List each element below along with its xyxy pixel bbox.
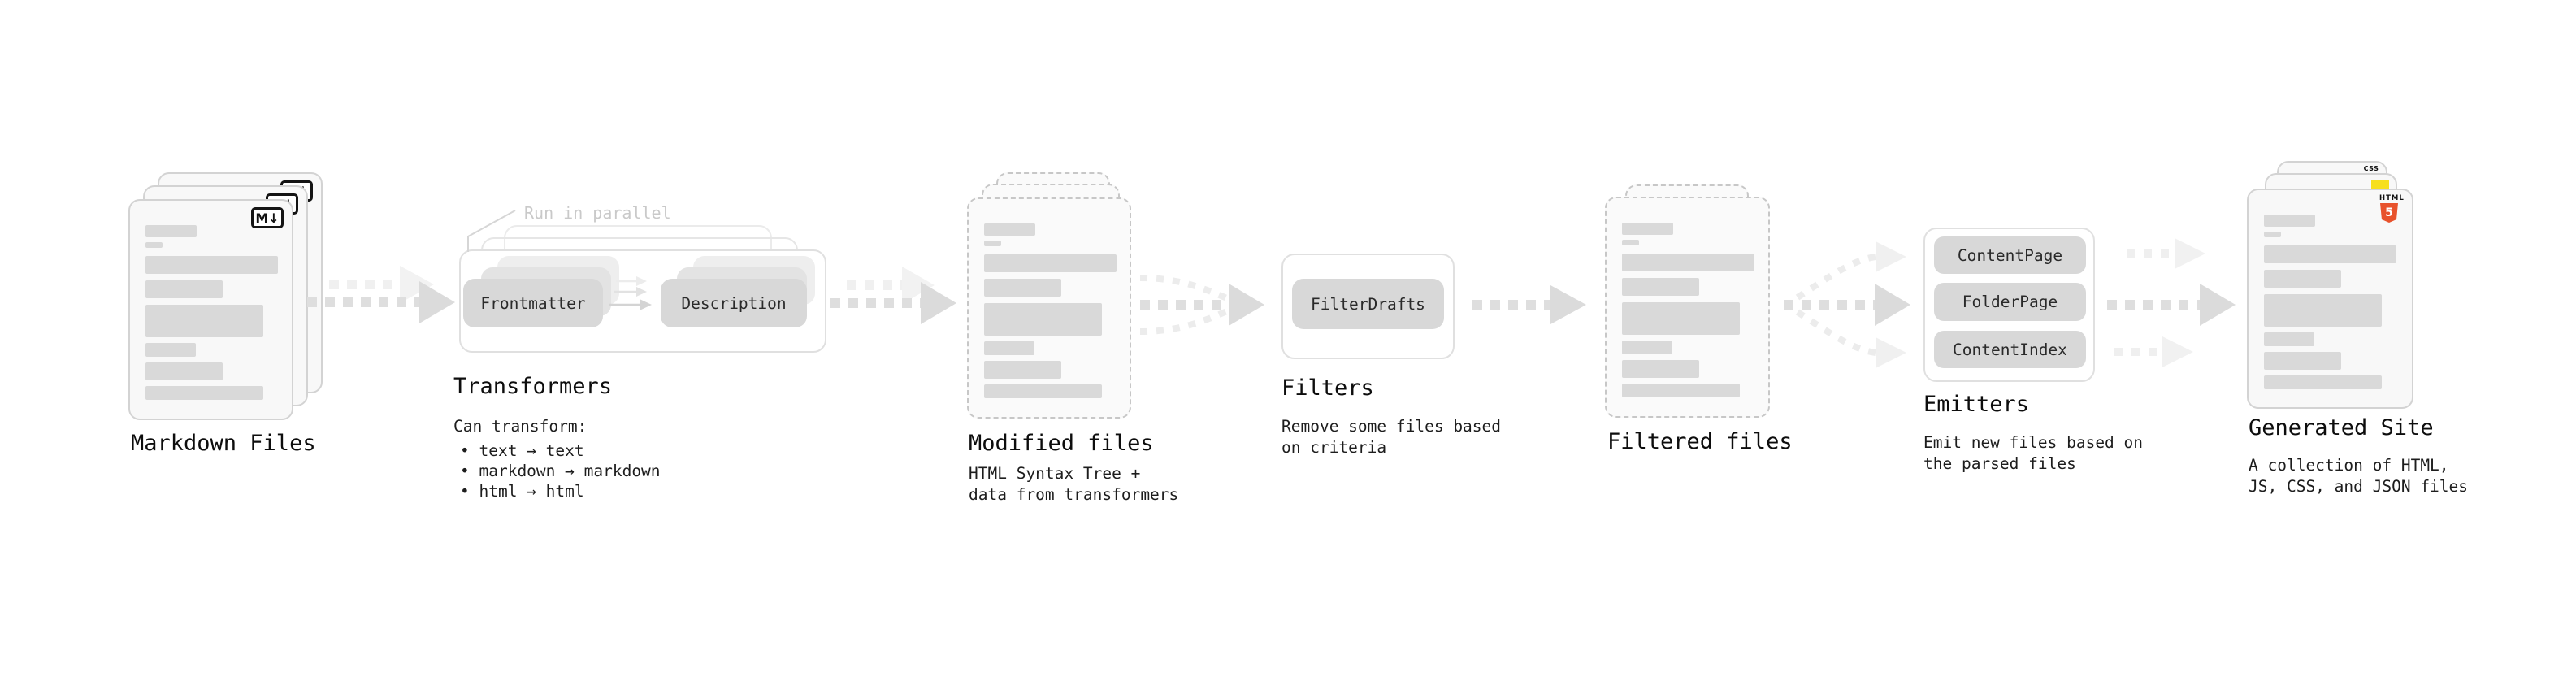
emitter-node-label: FolderPage: [1962, 293, 2058, 311]
text-placeholder-bar: [2264, 332, 2314, 346]
markdown-icon: M↓: [251, 207, 284, 228]
text-placeholder-bar: [145, 362, 223, 380]
transform-rule: • text → text: [460, 441, 584, 460]
html5-icon-label: HTML: [2379, 194, 2405, 202]
filtered-file-card: [1605, 197, 1770, 418]
flow-arrow-icon: [1472, 285, 1586, 324]
generated-html-file-card: HTML 5: [2247, 189, 2413, 409]
text-placeholder-bar: [984, 303, 1102, 336]
html5-shield-number: 5: [2385, 206, 2393, 219]
transformer-node-label: Description: [681, 293, 787, 313]
text-placeholder-bar: [2264, 352, 2341, 370]
flow-converge-arrow-icon: [1139, 275, 1264, 335]
text-placeholder-bar: [2264, 245, 2396, 263]
text-placeholder-bar: [984, 223, 1035, 236]
transformer-node-label: Frontmatter: [480, 293, 586, 313]
text-placeholder-bar: [1622, 254, 1754, 271]
text-placeholder-bar: [1622, 340, 1672, 354]
emitter-node-contentpage: ContentPage: [1934, 236, 2086, 274]
emitter-node-contentindex: ContentIndex: [1934, 331, 2086, 368]
text-placeholder-bar: [984, 361, 1061, 379]
text-placeholder-bar: [984, 384, 1102, 398]
html5-icon: HTML 5: [2379, 194, 2405, 223]
text-placeholder-bar: [145, 343, 196, 357]
flow-diverge-arrow-icon: [1784, 241, 1910, 368]
run-in-parallel-annotation: Run in parallel: [524, 203, 671, 223]
text-placeholder-bar: [145, 242, 163, 248]
html5-shield-icon: 5: [2380, 203, 2398, 223]
generated-site-label: Generated Site: [2249, 415, 2434, 440]
text-placeholder-bar: [1622, 360, 1699, 378]
filtered-files-label: Filtered files: [1607, 429, 1793, 454]
filters-description: Remove some files based on criteria: [1281, 417, 1502, 457]
text-placeholder-bar: [984, 241, 1001, 246]
text-placeholder-bar: [145, 225, 197, 237]
text-placeholder-bar: [1622, 278, 1699, 296]
emitter-node-folderpage: FolderPage: [1934, 283, 2086, 321]
emitters-description: Emit new files based on the parsed files: [1923, 433, 2144, 473]
transformer-node-frontmatter: Frontmatter: [463, 279, 603, 327]
modified-files-description: HTML Syntax Tree + data from transformer…: [969, 464, 1179, 504]
modified-file-card: [967, 197, 1131, 419]
transformers-description: Can transform:: [453, 417, 588, 436]
transformers-label: Transformers: [453, 374, 613, 399]
transformer-node-description: Description: [661, 279, 807, 327]
text-placeholder-bar: [1622, 240, 1639, 245]
filters-label: Filters: [1281, 375, 1374, 401]
text-placeholder-bar: [145, 256, 278, 274]
flow-arrow-icon: [2107, 238, 2236, 367]
filter-node-filterdrafts: FilterDrafts: [1292, 279, 1444, 329]
text-placeholder-bar: [145, 386, 263, 400]
javascript-icon: [2371, 180, 2389, 189]
text-placeholder-bar: [1622, 302, 1740, 335]
generated-site-description: A collection of HTML, JS, CSS, and JSON …: [2249, 456, 2469, 496]
text-placeholder-bar: [1622, 384, 1740, 397]
flow-arrow-icon: [307, 266, 455, 323]
css3-icon-label: CSS: [2363, 165, 2379, 172]
transform-rule: • html → html: [460, 482, 584, 501]
flow-arrow-icon: [830, 267, 956, 324]
text-placeholder-bar: [1622, 223, 1673, 235]
text-placeholder-bar: [2264, 215, 2315, 227]
text-placeholder-bar: [984, 254, 1117, 272]
text-placeholder-bar: [2264, 375, 2382, 389]
markdown-files-label: Markdown Files: [131, 431, 316, 456]
markdown-file-card: M↓: [128, 199, 293, 420]
text-placeholder-bar: [984, 341, 1034, 355]
transform-rule: • markdown → markdown: [460, 462, 661, 480]
emitter-node-label: ContentIndex: [1953, 340, 2067, 359]
transformers-rule-list: • text → text • markdown → markdown • ht…: [460, 440, 661, 501]
text-placeholder-bar: [145, 280, 223, 298]
text-placeholder-bar: [2264, 270, 2341, 288]
modified-files-label: Modified files: [969, 431, 1154, 456]
emitters-label: Emitters: [1923, 392, 2030, 417]
filter-node-label: FilterDrafts: [1311, 294, 1425, 314]
text-placeholder-bar: [2264, 232, 2281, 237]
text-placeholder-bar: [145, 305, 263, 337]
emitter-node-label: ContentPage: [1957, 245, 2063, 265]
text-placeholder-bar: [984, 279, 1061, 297]
markdown-icon-label: M↓: [255, 210, 280, 226]
text-placeholder-bar: [2264, 294, 2382, 327]
